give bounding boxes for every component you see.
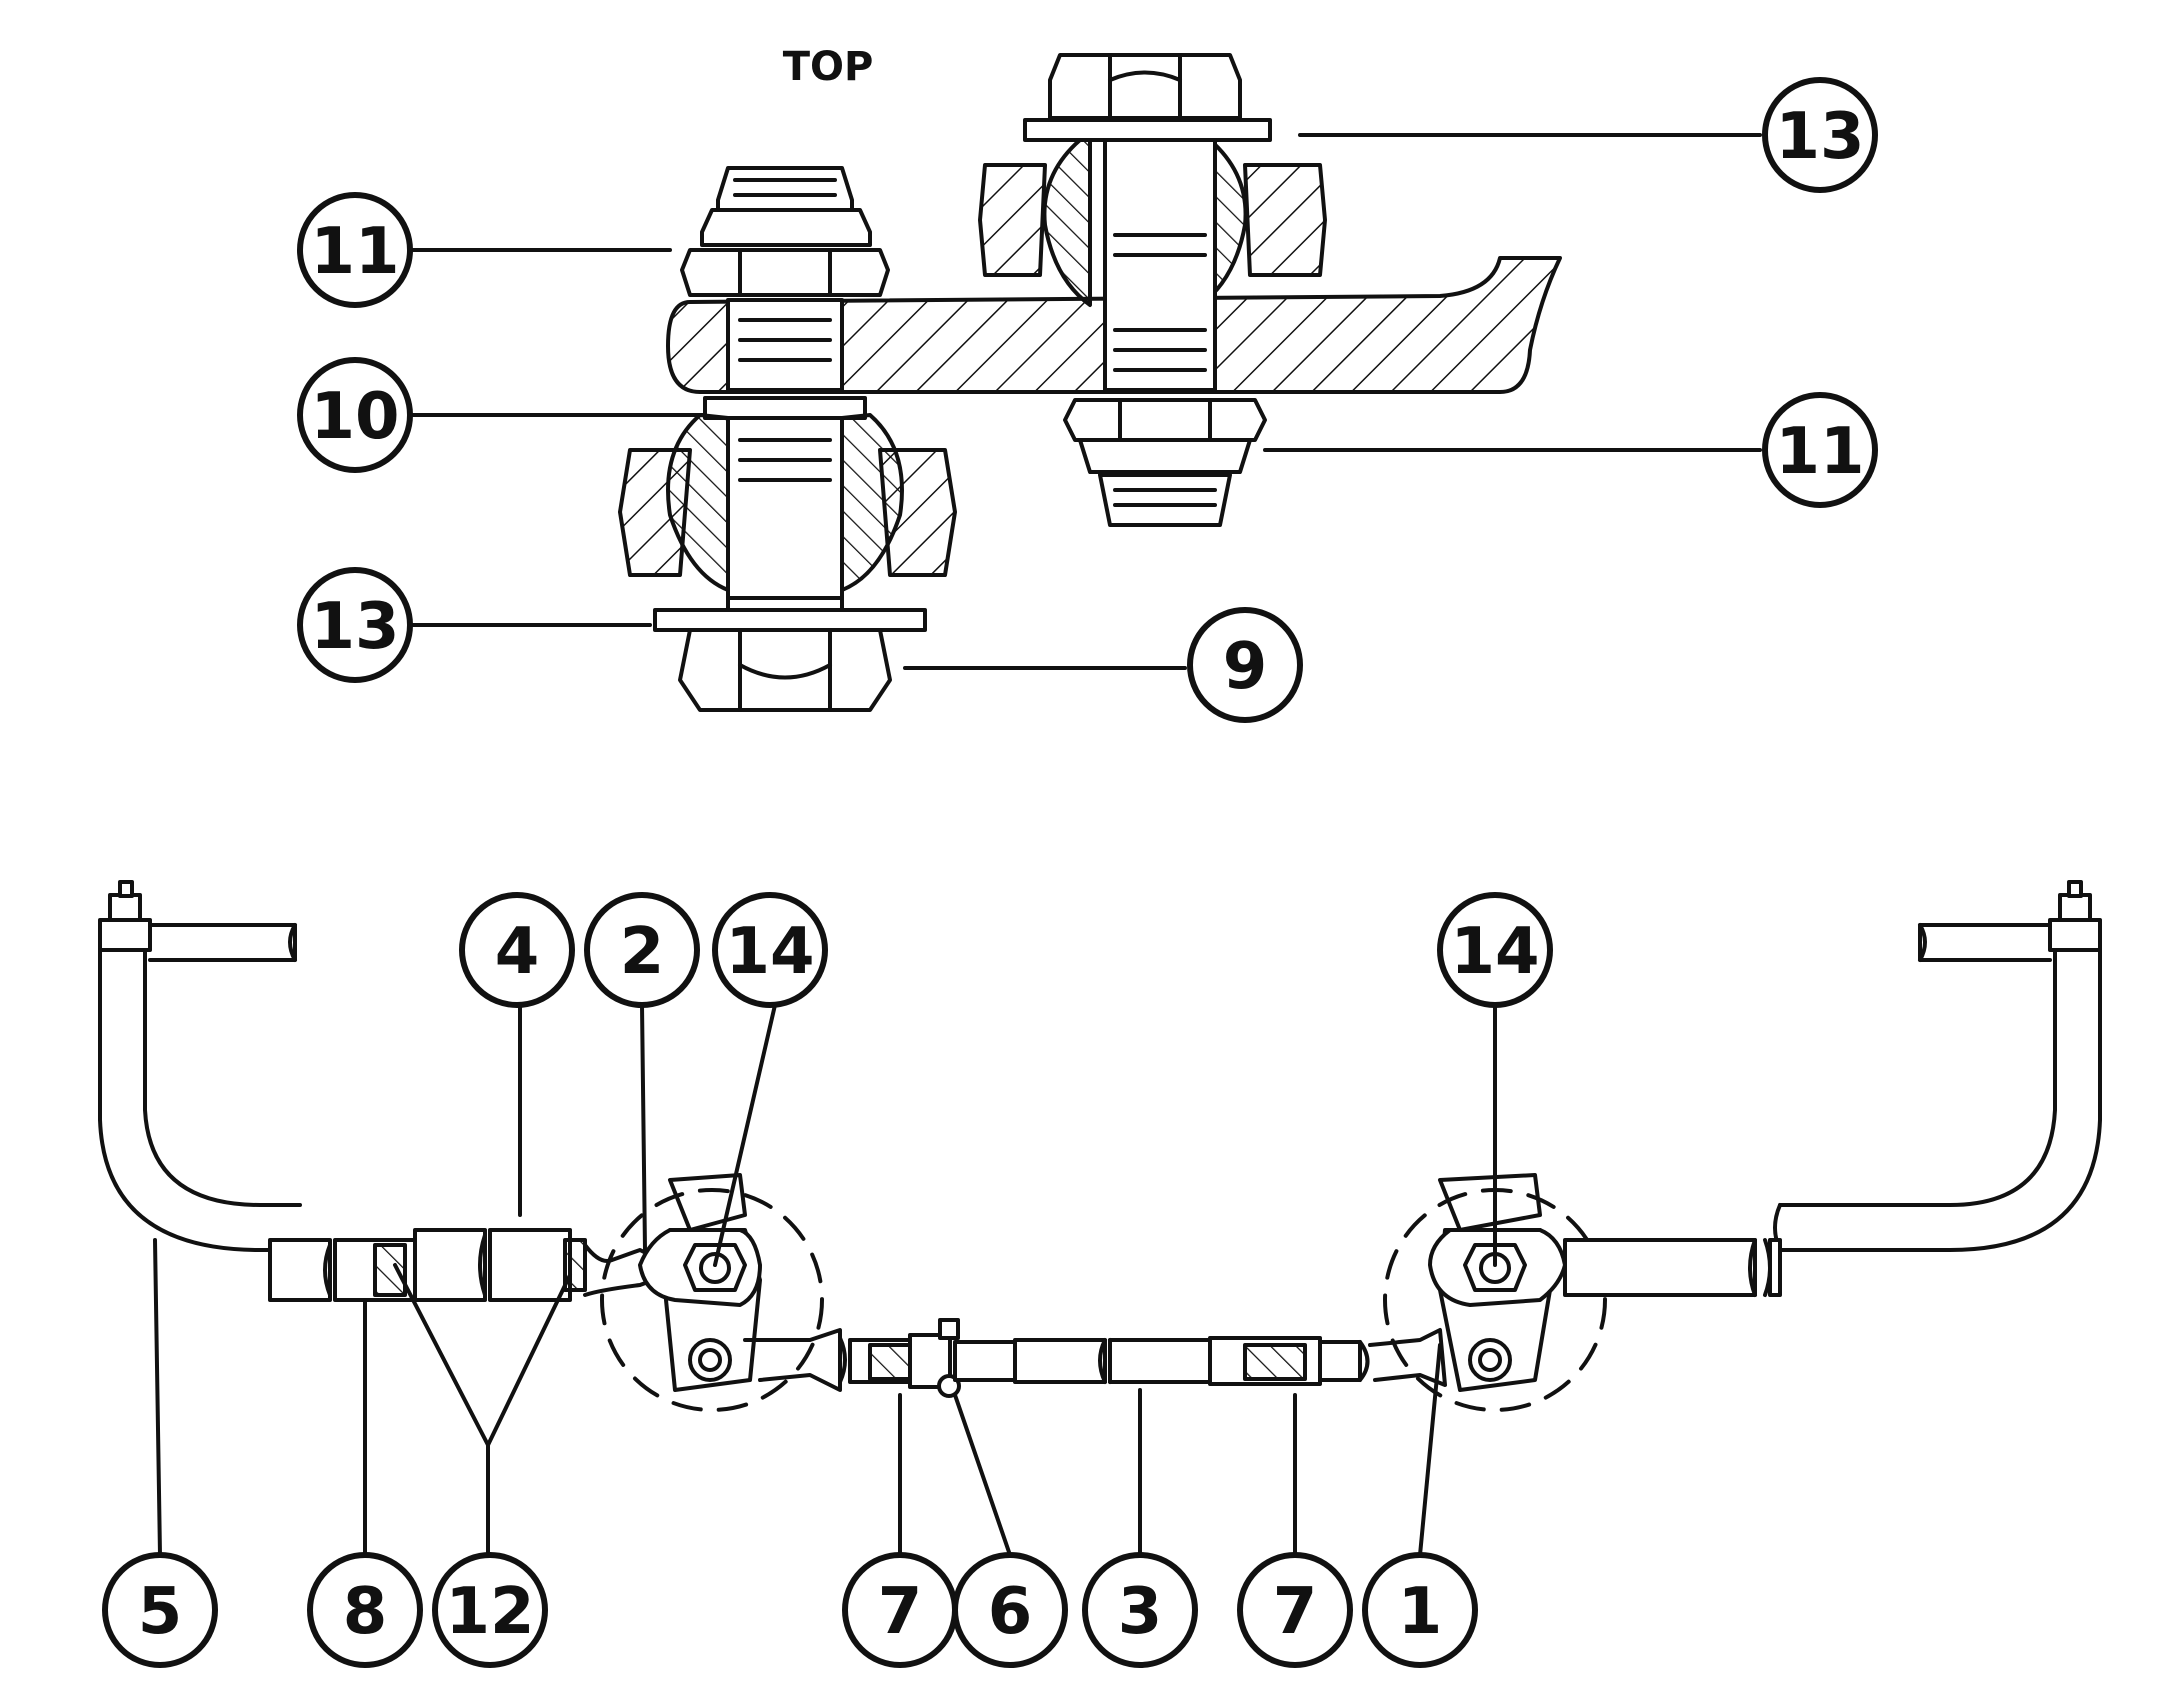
callout-4: [459, 892, 575, 1008]
leader-12b: [486, 1273, 572, 1447]
callout-10-label: 10: [310, 380, 399, 454]
leader-5: [153, 1238, 162, 1557]
callout-5-label: 5: [138, 1575, 183, 1649]
callout-2-label: 2: [620, 915, 665, 989]
leader-2: [640, 1003, 647, 1252]
callout-6: [952, 1552, 1068, 1668]
callout-11b-label: 11: [1775, 415, 1864, 489]
leader-12a: [393, 1263, 490, 1447]
left-stud-assembly: [618, 166, 957, 712]
callout-13b: [1762, 77, 1878, 193]
callout-10: [297, 357, 413, 473]
callout-5: [102, 1552, 218, 1668]
callout-2: [584, 892, 700, 1008]
callout-7b-label: 7: [1273, 1575, 1318, 1649]
center-tie-rod: [838, 1318, 1447, 1398]
callout-12-label: 12: [445, 1575, 534, 1649]
callout-3-label: 3: [1118, 1575, 1163, 1649]
callout-1-label: 1: [1398, 1575, 1443, 1649]
callout-13a: [297, 567, 413, 683]
callout-9-label: 9: [1223, 630, 1268, 704]
leader-14a: [713, 1003, 777, 1267]
left-adjuster-tube: [268, 1228, 682, 1302]
callout-3: [1082, 1552, 1198, 1668]
callout-13b-label: 13: [1775, 100, 1864, 174]
callout-8: [307, 1552, 423, 1668]
callout-7a-label: 7: [878, 1575, 923, 1649]
leader-1: [1418, 1343, 1442, 1557]
callout-7b: [1237, 1552, 1353, 1668]
callout-12: [432, 1552, 548, 1668]
callout-6-label: 6: [988, 1575, 1033, 1649]
leader-6: [953, 1393, 1012, 1557]
left-tie-rod-end-arm: [98, 880, 302, 1252]
callout-13a-label: 13: [310, 590, 399, 664]
callout-11b: [1762, 392, 1878, 508]
callout-14b-label: 14: [1450, 915, 1539, 989]
left-center-link-joint: [600, 1173, 842, 1412]
callout-1: [1362, 1552, 1478, 1668]
callout-8-label: 8: [343, 1575, 388, 1649]
callout-11a-label: 11: [310, 215, 399, 289]
callout-9: [1187, 607, 1303, 723]
callout-4-label: 4: [495, 915, 540, 989]
callout-14a: [712, 892, 828, 1008]
callout-11a: [297, 192, 413, 308]
right-tie-rod-end-arm: [1773, 880, 2102, 1252]
right-stud-assembly: [978, 53, 1327, 527]
callout-14b: [1437, 892, 1553, 1008]
right-center-link-joint: [1383, 1173, 1782, 1412]
top-view-label: TOP: [783, 44, 874, 90]
callout-14a-label: 14: [725, 915, 814, 989]
